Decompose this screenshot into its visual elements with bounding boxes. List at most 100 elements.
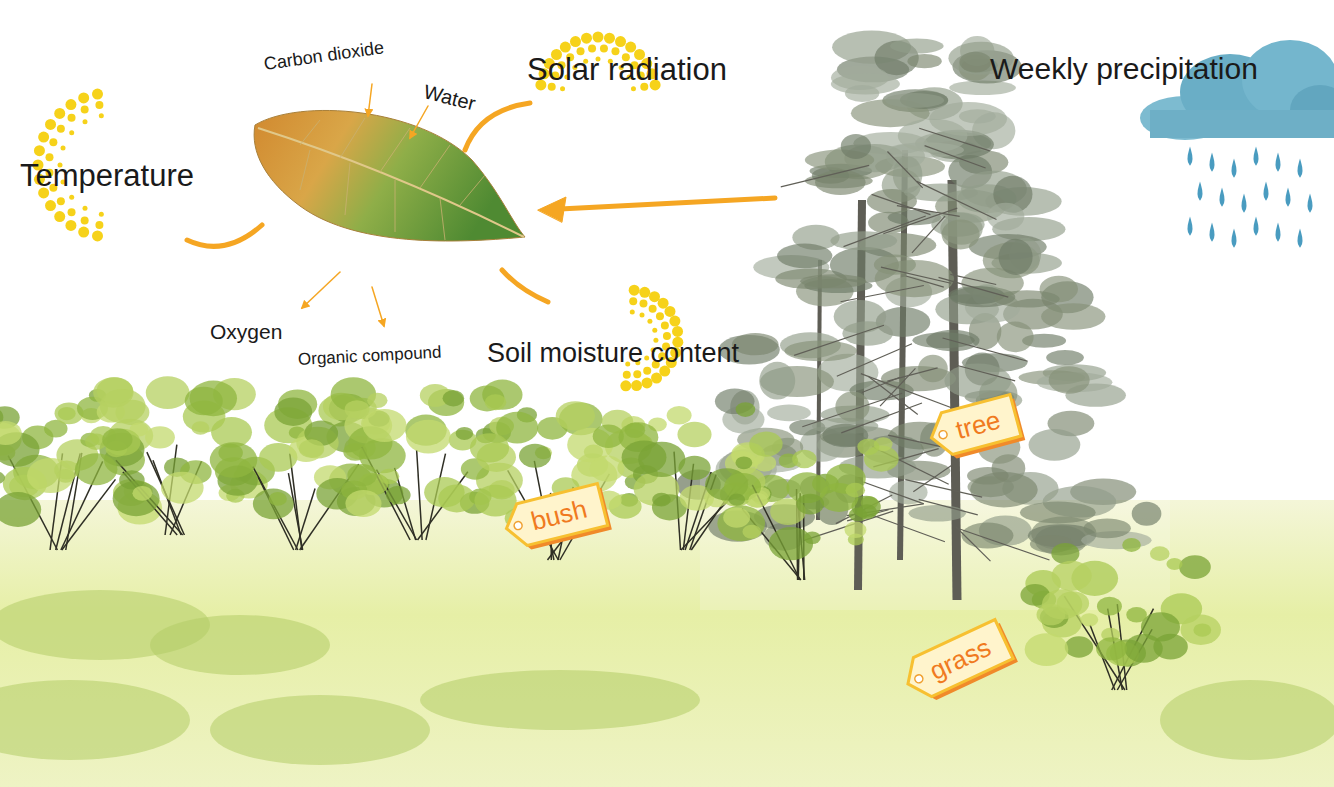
bushes-part-part — [556, 401, 595, 430]
bushes-part — [75, 376, 275, 516]
yellow-dot-arcs-part — [99, 212, 104, 217]
raindrops-part — [1189, 150, 1192, 164]
label-tag: bush — [501, 484, 607, 550]
yellow-dot-arcs-part — [92, 89, 103, 100]
bushes-part-part — [274, 398, 312, 426]
yellow-dot-arcs-part — [45, 119, 56, 130]
leaf-part — [300, 118, 485, 240]
pine-trees-part — [700, 30, 1170, 610]
bushes-part-part — [1052, 561, 1092, 591]
annotation-label: Temperature — [20, 158, 194, 194]
flow-arrows-part — [372, 287, 384, 326]
raindrops-part — [1265, 185, 1268, 199]
bushes-part-part — [717, 506, 765, 542]
yellow-dot-arcs-part — [669, 316, 680, 327]
bushes-part-part — [749, 432, 782, 457]
yellow-dot-arcs-part — [57, 197, 65, 205]
tag-shape-part — [914, 674, 925, 685]
bushes-part — [705, 432, 899, 561]
yellow-dot-arcs-part — [57, 125, 65, 133]
yellow-dot-arcs-part — [81, 106, 89, 114]
bushes-part — [1020, 538, 1221, 667]
bushes-part-part — [1166, 558, 1182, 570]
bushes-part-part — [363, 409, 407, 442]
bushes-part-part — [1181, 615, 1221, 645]
yellow-dot-arcs-part — [68, 114, 76, 122]
raindrops-part — [1199, 185, 1202, 199]
annotation-label: Oxygen — [210, 320, 282, 344]
bushes-part-part — [443, 390, 465, 406]
bushes-part-part — [0, 472, 5, 485]
bushes-part-part — [792, 450, 816, 468]
annotation-label: Soil moisture content — [487, 338, 739, 369]
tag-shape-part — [501, 484, 607, 550]
label-tag: tree — [926, 394, 1021, 458]
bushes-part — [210, 389, 404, 519]
yellow-dot-arcs-part — [600, 44, 608, 52]
raindrops-part — [1277, 226, 1280, 240]
yellow-dot-arcs-part — [34, 145, 45, 156]
tag-shape-part — [938, 430, 948, 440]
yellow-dot-arcs-part — [641, 377, 652, 388]
raindrops-part — [1255, 220, 1258, 234]
bushes-part-part — [857, 439, 879, 456]
yellow-dot-arcs-part — [639, 287, 650, 298]
bushes-part-part — [161, 472, 204, 504]
flow-arrows-part — [187, 225, 262, 246]
grass-patches-part — [150, 615, 330, 675]
yellow-dot-arcs-part — [54, 211, 65, 222]
bushes-part-part — [406, 420, 451, 454]
bushes-part-part — [269, 492, 287, 506]
yellow-dot-arcs-part — [95, 221, 103, 229]
bushes-part-part — [485, 394, 507, 410]
bushes-part-part — [667, 406, 692, 425]
yellow-dot-arcs-part — [593, 32, 604, 43]
yellow-dot-arcs-part — [83, 206, 88, 211]
yellow-dot-arcs-part — [631, 380, 642, 391]
yellow-dot-arcs-part — [92, 230, 103, 241]
bushes-part-part — [0, 492, 41, 527]
raindrops-part — [1287, 191, 1290, 205]
yellow-dot-arcs-part — [672, 326, 683, 337]
grass-patches-part — [0, 680, 190, 760]
annotation-label: Solar radiation — [527, 52, 727, 88]
yellow-dot-arcs-part — [65, 220, 76, 231]
raindrops-part — [1189, 220, 1192, 234]
yellow-dot-arcs-part — [69, 130, 74, 135]
bushes-part-part — [456, 427, 473, 440]
yellow-dot-arcs-part — [83, 119, 88, 124]
bushes-part-part — [1125, 634, 1163, 663]
bushes-part-part — [652, 493, 671, 507]
raindrops — [1189, 150, 1312, 246]
bushes-part-part — [1179, 555, 1211, 579]
yellow-dot-arcs-part — [623, 371, 631, 379]
bushes-part-part — [769, 527, 813, 560]
bushes-part-part — [519, 444, 551, 468]
bushes-part-part — [146, 376, 190, 409]
raindrops-part — [1211, 226, 1214, 240]
yellow-dot-arcs-part — [581, 33, 592, 44]
flow-arrows-part — [538, 197, 566, 222]
bushes-part-part — [845, 483, 865, 498]
flow-arrows — [187, 84, 775, 326]
bushes-part-part — [1025, 633, 1069, 666]
bushes-part-part — [253, 467, 298, 550]
yellow-dot-arcs-part — [61, 145, 66, 150]
bushes-part-part — [796, 494, 824, 515]
bushes-part-part — [742, 525, 761, 539]
bushes-part-part — [417, 450, 423, 540]
yellow-dot-arcs-part — [649, 305, 657, 313]
yellow-dot-arcs-part — [629, 285, 640, 296]
bushes-part-part — [56, 469, 74, 483]
yellow-dot-arcs-part — [615, 36, 626, 47]
bushes-part-part — [753, 454, 776, 471]
rain-cloud-part — [1150, 110, 1334, 138]
bushes-part-part — [735, 456, 752, 469]
annotation-label: Carbon dioxide — [263, 37, 386, 74]
bushes-part-part — [804, 531, 821, 544]
raindrops-part — [1233, 232, 1236, 246]
bushes-part-part — [1057, 591, 1089, 615]
bushes-part-part — [1097, 597, 1122, 616]
yellow-dot-arcs-part — [560, 42, 571, 53]
